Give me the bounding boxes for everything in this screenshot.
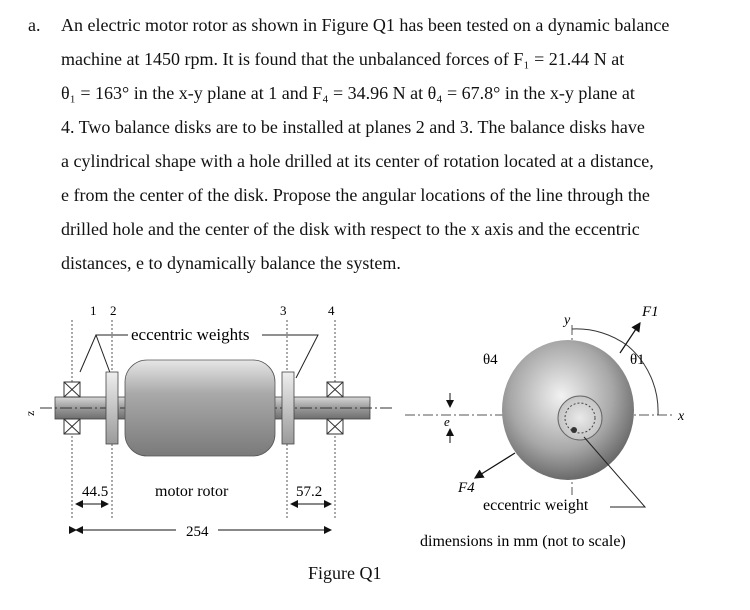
x-axis-label: x (677, 409, 685, 424)
question-line: e from the center of the disk. Propose t… (61, 185, 650, 205)
balance-disk-2 (105, 371, 119, 445)
eccentric-leader-lines (79, 334, 319, 379)
eccentric-point (571, 427, 577, 433)
y-axis-label: y (562, 313, 571, 328)
plane-label-3: 3 (280, 303, 287, 318)
question-line: An electric motor rotor as shown in Figu… (61, 15, 670, 35)
question-line: distances, e to dynamically balance the … (61, 253, 401, 273)
question-line: 4. Two balance disks are to be installed… (61, 117, 645, 137)
theta-arc-top (571, 328, 629, 347)
figure-q1: 1 2 3 4 eccentric weights z (0, 280, 750, 605)
drilled-hole (564, 402, 596, 434)
eccentric-weights-label: eccentric weights (131, 325, 249, 344)
F1-arrow (619, 322, 641, 354)
e-label: e (444, 414, 450, 429)
question-label: a. (28, 15, 41, 35)
question-line: a cylindrical shape with a hole drilled … (61, 151, 654, 171)
theta1-arc (627, 345, 659, 416)
problem-statement: a. An electric motor rotor as shown in F… (28, 8, 718, 280)
figure-drawing: 1 2 3 4 eccentric weights z (23, 303, 685, 550)
figure-caption: Figure Q1 (308, 563, 382, 583)
dim-44-5: 44.5 (82, 484, 108, 500)
plane-label-2: 2 (110, 303, 117, 318)
right-bearing (326, 381, 344, 435)
disk-hub (557, 395, 603, 441)
z-axis-label: z (23, 411, 37, 416)
plane-label-4: 4 (328, 303, 335, 318)
eccentric-weight-leader (583, 436, 647, 508)
plane-label-1: 1 (90, 303, 97, 318)
dimensions-note: dimensions in mm (not to scale) (420, 533, 626, 550)
F1-label: F1 (641, 304, 659, 320)
question-line: machine at 1450 rpm. It is found that th… (61, 49, 625, 69)
F4-label: F4 (457, 480, 475, 496)
dim-57-2: 57.2 (296, 484, 322, 500)
F4-arrow (473, 452, 516, 479)
question-text: An electric motor rotor as shown in Figu… (61, 8, 718, 280)
motor-rotor-body (124, 359, 276, 457)
question-line: θ₁ = 163° in the x-y plane at 1 and F₄ =… (61, 83, 635, 103)
motor-rotor-label: motor rotor (155, 483, 229, 500)
theta4-label: θ4 (483, 352, 498, 368)
question-line: drilled hole and the center of the disk … (61, 219, 640, 239)
left-bearing (63, 381, 81, 435)
eccentric-weight-label: eccentric weight (483, 497, 589, 514)
balance-disk-3 (281, 371, 295, 445)
theta1-label: θ1 (630, 352, 645, 368)
dim-254: 254 (186, 524, 209, 540)
